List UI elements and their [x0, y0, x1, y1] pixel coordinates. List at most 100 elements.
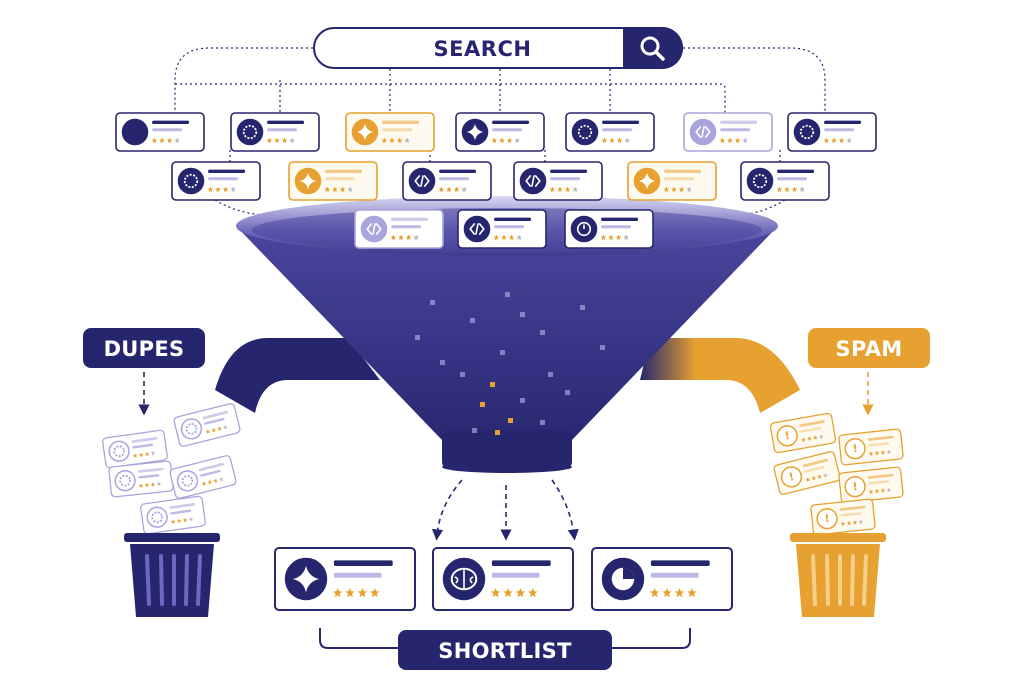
card-subtitle-line — [650, 572, 699, 578]
sparkle-icon — [284, 557, 328, 601]
star-icon — [404, 137, 411, 144]
svg-text:!: ! — [787, 470, 795, 484]
card-title-line — [169, 503, 196, 509]
card-subtitle-line — [204, 417, 225, 425]
badge-icon — [793, 118, 821, 146]
card-subtitle-line — [720, 128, 751, 132]
star-icon — [838, 137, 845, 144]
star-rating — [266, 137, 296, 144]
card-title-line — [799, 420, 825, 427]
star-icon — [170, 519, 176, 525]
star-icon — [211, 427, 216, 433]
funnel-particle — [565, 390, 570, 395]
star-icon — [370, 587, 380, 598]
search-label: SEARCH — [433, 37, 532, 61]
star-icon — [222, 186, 229, 193]
star-icon — [389, 137, 395, 144]
search-result-card — [787, 112, 877, 152]
brain-icon — [442, 557, 486, 601]
star-icon — [886, 449, 892, 455]
star-icon — [811, 475, 816, 481]
card-title-line — [720, 120, 758, 125]
badge-icon — [176, 470, 199, 492]
card-subtitle-line — [868, 480, 890, 485]
star-icon — [823, 137, 830, 144]
funnel-particle — [505, 292, 510, 297]
search-result-card — [230, 112, 320, 152]
spam-card: ! — [769, 412, 837, 454]
search-result-card — [345, 112, 435, 152]
star-rating — [649, 587, 697, 598]
card-title-line — [152, 120, 190, 125]
shortlist-label: SHORTLIST — [398, 630, 612, 670]
star-icon — [166, 137, 173, 144]
search-result-card — [565, 112, 655, 152]
star-icon — [274, 137, 280, 144]
card-subtitle-line — [868, 442, 890, 447]
search-bar[interactable]: SEARCH — [313, 27, 683, 69]
funnel-particle — [480, 402, 485, 407]
star-icon — [886, 487, 892, 493]
star-icon — [381, 137, 388, 144]
star-icon — [413, 234, 420, 241]
svg-text:!: ! — [784, 429, 791, 443]
star-icon — [601, 137, 608, 144]
card-title-line — [867, 473, 894, 479]
card-subtitle-line — [494, 225, 525, 229]
card-subtitle-line — [824, 128, 855, 132]
star-rating — [493, 234, 523, 241]
card-title-line — [802, 458, 829, 468]
card-subtitle-line — [267, 128, 298, 132]
star-rating — [491, 137, 521, 144]
spam-pipe — [640, 338, 800, 413]
search-result-card — [564, 209, 654, 249]
card-title-line — [491, 560, 551, 566]
star-icon — [564, 186, 571, 193]
search-results — [115, 112, 877, 249]
star-icon — [159, 137, 165, 144]
star-icon — [144, 451, 150, 457]
shortlist-bracket — [319, 628, 691, 649]
star-icon — [823, 473, 828, 478]
star-rating — [324, 186, 354, 193]
star-rating — [205, 425, 228, 435]
star-rating — [663, 186, 693, 193]
star-icon — [868, 451, 874, 457]
search-icon — [640, 36, 665, 61]
star-rating — [207, 186, 237, 193]
star-icon — [805, 477, 810, 483]
star-icon — [501, 234, 507, 241]
search-button[interactable] — [623, 27, 683, 69]
badge-icon — [236, 118, 264, 146]
star-icon — [557, 186, 563, 193]
star-icon — [615, 234, 622, 241]
star-icon — [858, 519, 864, 525]
star-rating — [776, 186, 806, 193]
dupe-card — [140, 495, 206, 535]
card-title-line — [839, 505, 866, 511]
star-icon — [398, 234, 404, 241]
star-icon — [840, 521, 846, 527]
card-subtitle-line — [601, 225, 632, 229]
star-icon — [616, 137, 623, 144]
star-icon — [176, 518, 182, 524]
pie-chart-icon — [601, 557, 645, 601]
funnel-particle — [500, 350, 505, 355]
card-title-line — [664, 169, 702, 174]
star-icon — [182, 517, 188, 523]
funnel-particle — [548, 372, 553, 377]
funnel-particle — [430, 300, 435, 305]
star-rating — [868, 449, 892, 457]
star-icon — [446, 186, 452, 193]
star-icon — [600, 234, 607, 241]
funnel-particle — [600, 345, 605, 350]
search-connectors — [174, 47, 826, 216]
star-icon — [624, 137, 631, 144]
dupe-card — [102, 429, 168, 469]
card-subtitle-line — [325, 177, 356, 181]
star-rating — [138, 481, 162, 489]
card-title-line — [131, 437, 158, 443]
star-icon — [493, 234, 500, 241]
star-icon — [662, 587, 672, 598]
star-rating — [332, 587, 380, 598]
